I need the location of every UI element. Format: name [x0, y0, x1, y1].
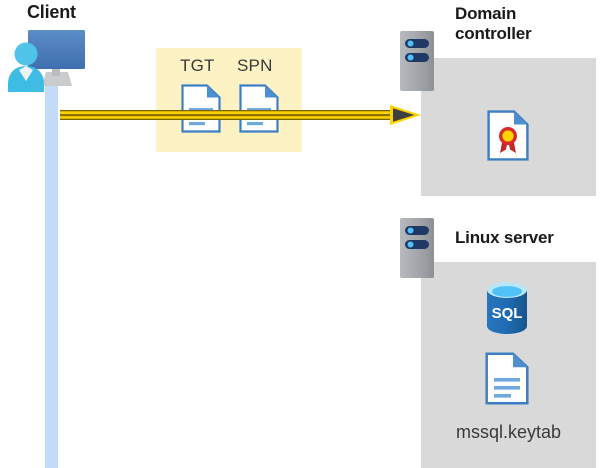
keytab-document-icon: [485, 352, 529, 410]
keytab-filename-caption: mssql.keytab: [455, 422, 562, 442]
domain-controller-server-icon: [400, 31, 434, 91]
certificate-icon: [487, 110, 529, 166]
client-title: Client: [27, 2, 76, 22]
sql-badge-text: SQL: [492, 305, 523, 322]
linux-server-title: Linux server: [455, 228, 554, 247]
linux-server-icon: [400, 218, 434, 278]
client-lifeline: [45, 86, 58, 468]
client-workstation-icon: [6, 26, 92, 94]
client-to-dc-arrow: [60, 104, 422, 128]
tgt-label: TGT: [180, 56, 215, 75]
credential-panel: [156, 48, 302, 152]
spn-label: SPN: [237, 56, 273, 75]
sql-database-icon: SQL: [482, 280, 532, 341]
domain-controller-title: Domain controller: [455, 4, 532, 43]
